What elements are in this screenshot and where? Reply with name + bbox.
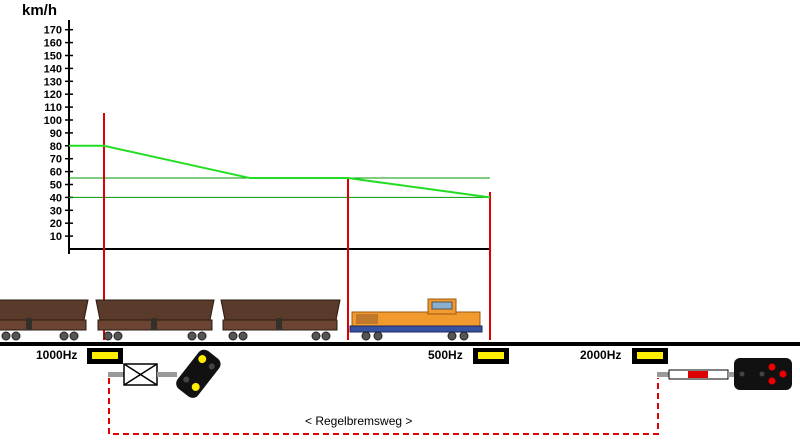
braking-distance-label: < Regelbremsweg >	[305, 414, 413, 428]
y-tick-label: 150	[44, 51, 62, 63]
wagon-1	[0, 299, 89, 341]
y-axis-unit: km/h	[22, 2, 58, 19]
y-tick-label: 60	[50, 167, 62, 179]
main-signal	[657, 358, 792, 390]
y-tick-label: 170	[44, 25, 62, 37]
y-tick-label: 30	[50, 205, 62, 217]
distant-signal	[108, 349, 221, 398]
wagon-3	[220, 299, 341, 341]
y-tick-label: 90	[50, 128, 62, 140]
reference-lines	[69, 177, 490, 198]
y-tick-label: 80	[50, 141, 62, 153]
y-tick-label: 50	[50, 180, 62, 192]
y-tick-label: 20	[50, 218, 62, 230]
locomotive	[349, 298, 483, 341]
y-ticks: 1020304050607080901001101201301401501601…	[44, 25, 73, 243]
y-tick-label: 110	[44, 102, 62, 114]
balise-1000hz-label: 1000Hz	[36, 348, 78, 362]
balise-2000hz	[632, 348, 668, 364]
y-tick-label: 120	[44, 89, 62, 101]
speed-curve	[69, 144, 491, 199]
y-tick-label: 140	[44, 63, 62, 75]
balise-500hz-label: 500Hz	[428, 348, 463, 362]
y-tick-label: 10	[50, 231, 62, 243]
balise-2000hz-label: 2000Hz	[580, 348, 622, 362]
balise-500hz	[473, 348, 509, 364]
wagon-2	[95, 299, 215, 341]
y-tick-label: 70	[50, 154, 62, 166]
y-tick-label: 160	[44, 38, 62, 50]
speed-curve-line	[69, 144, 491, 199]
y-tick-label: 130	[44, 76, 62, 88]
braking-distance-path	[108, 378, 659, 435]
rail	[0, 342, 800, 346]
train	[0, 298, 483, 341]
balise-1000hz	[87, 348, 123, 364]
y-tick-label: 40	[50, 192, 62, 204]
y-tick-label: 100	[44, 115, 62, 127]
